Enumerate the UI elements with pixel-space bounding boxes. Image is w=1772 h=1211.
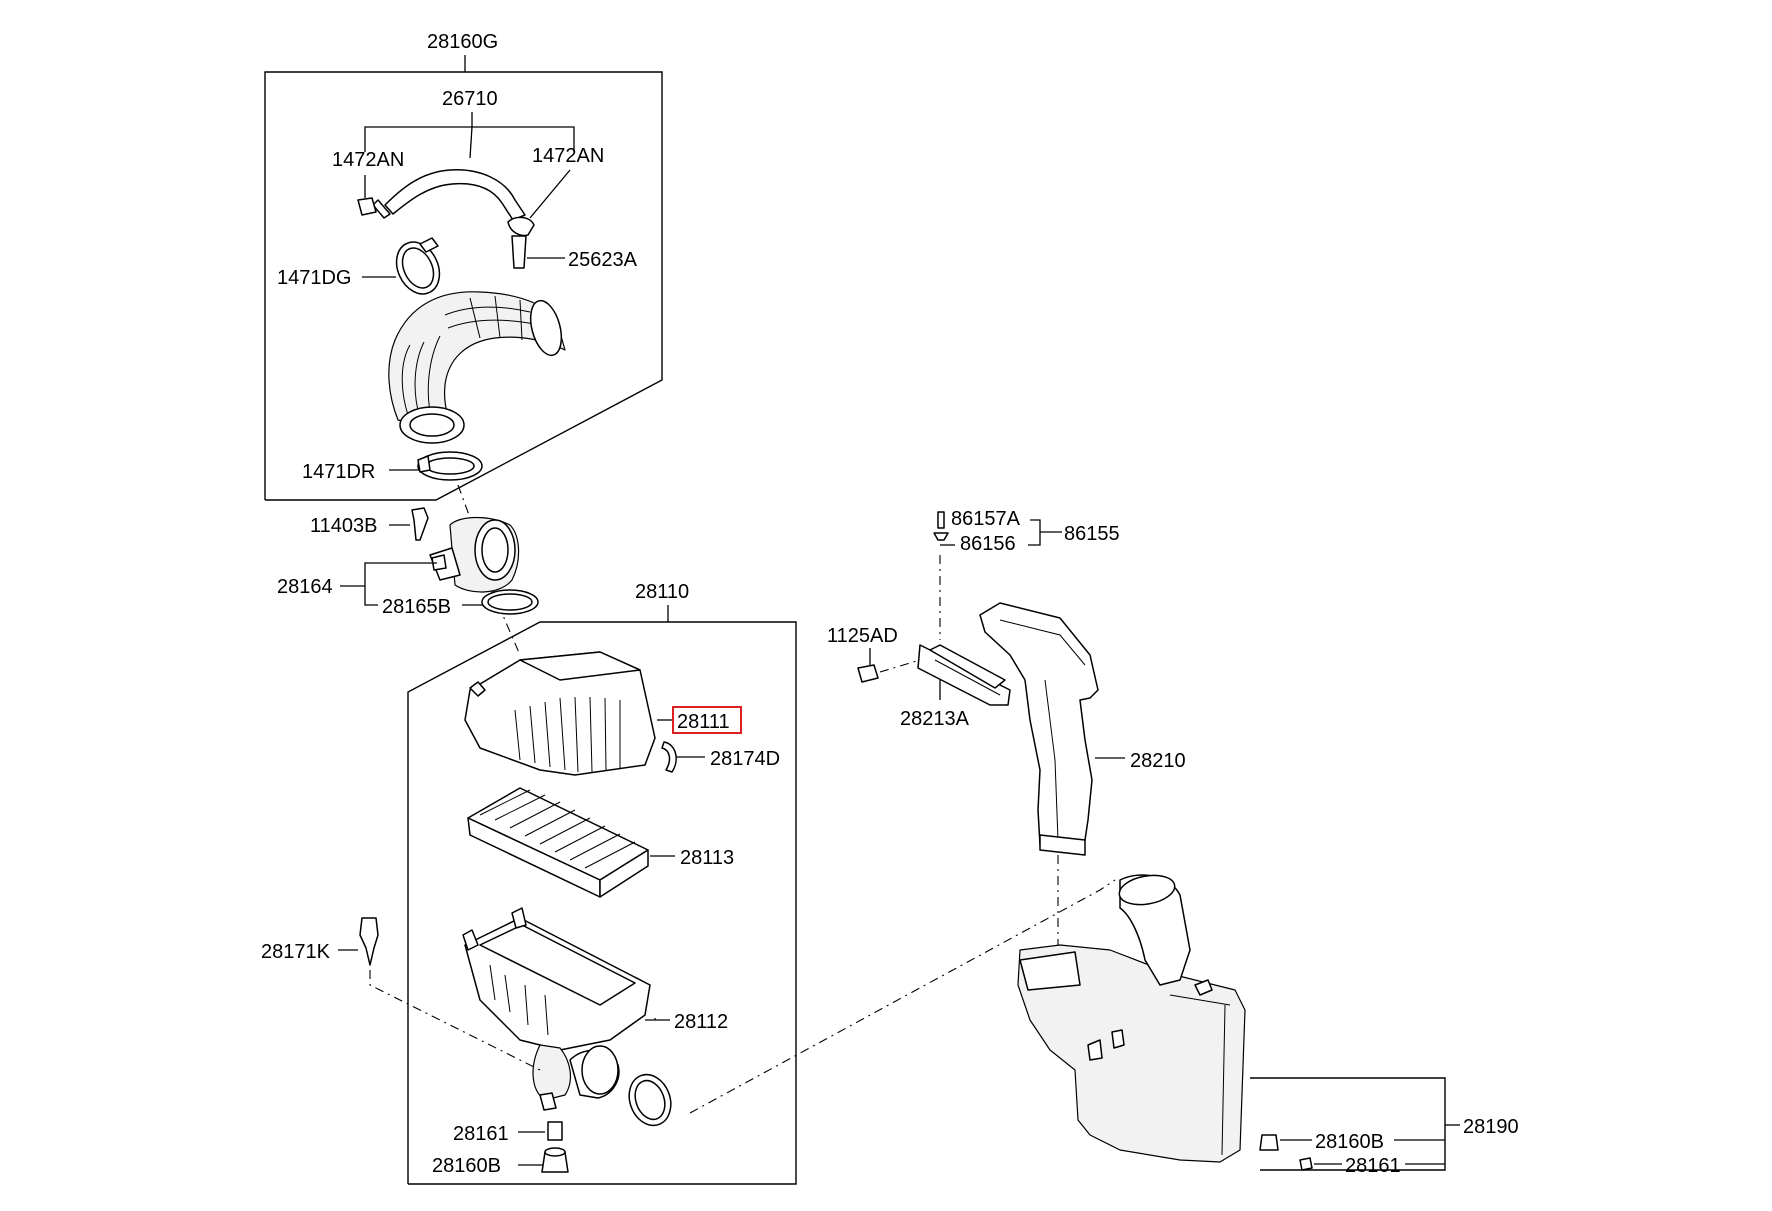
label-28112[interactable]: 28112 (674, 1011, 728, 1033)
bracket-28213A: 1125AD 28213A (827, 625, 1011, 730)
group-28160G: 28160G (264, 31, 663, 501)
label-86155[interactable]: 86155 (1064, 523, 1120, 545)
label-1472AN-right[interactable]: 1472AN (532, 145, 604, 167)
resonator-28190: 28190 28160B 28161 (1017, 874, 1519, 1177)
label-1471DR[interactable]: 1471DR (302, 461, 375, 483)
label-28161-left[interactable]: 28161 (453, 1123, 509, 1145)
group-28110: 28110 (407, 581, 797, 1185)
label-28160G[interactable]: 28160G (427, 31, 498, 53)
label-1125AD[interactable]: 1125AD (827, 625, 898, 647)
label-28113[interactable]: 28113 (680, 847, 734, 869)
bolt-28171K: 28171K (261, 917, 541, 1071)
label-28160B-right[interactable]: 28160B (1315, 1131, 1384, 1153)
grommet-left: 28161 28160B (432, 1121, 569, 1177)
label-28164[interactable]: 28164 (277, 576, 333, 598)
label-28110[interactable]: 28110 (635, 581, 689, 603)
label-28210[interactable]: 28210 (1130, 750, 1186, 772)
label-28190[interactable]: 28190 (1463, 1116, 1519, 1138)
label-1471DG[interactable]: 1471DG (277, 267, 352, 289)
label-28213A[interactable]: 28213A (900, 708, 970, 730)
airflow-sensor-28164: 11403B 28164 28165B (277, 507, 539, 618)
label-86156[interactable]: 86156 (960, 533, 1016, 555)
label-28165B[interactable]: 28165B (382, 596, 451, 618)
label-28111[interactable]: 28111 (677, 711, 730, 733)
label-28171K[interactable]: 28171K (261, 941, 331, 963)
air-cleaner-cover-28111: 28111 28174D (464, 651, 780, 776)
label-25623A[interactable]: 25623A (568, 249, 638, 271)
label-28160B-left[interactable]: 28160B (432, 1155, 501, 1177)
air-filter-28113: 28113 (467, 787, 734, 898)
label-86157A[interactable]: 86157A (951, 508, 1021, 530)
label-28161-right[interactable]: 28161 (1345, 1155, 1401, 1177)
highlight-box-28111 (672, 706, 742, 734)
label-11403B[interactable]: 11403B (310, 515, 377, 537)
label-28174D[interactable]: 28174D (710, 748, 780, 770)
intake-hose: 1471DG 1471DR (277, 237, 566, 483)
label-1472AN-left[interactable]: 1472AN (332, 149, 404, 171)
air-cleaner-body-28112: 28112 (462, 907, 728, 1127)
clip-assembly-86155: 86157A 86156 86155 (933, 508, 1120, 640)
intake-duct-28210: 28210 (979, 602, 1186, 975)
breather-hose-26710: 26710 1472AN 1472AN 25623A (332, 88, 638, 271)
label-26710[interactable]: 26710 (442, 88, 498, 110)
